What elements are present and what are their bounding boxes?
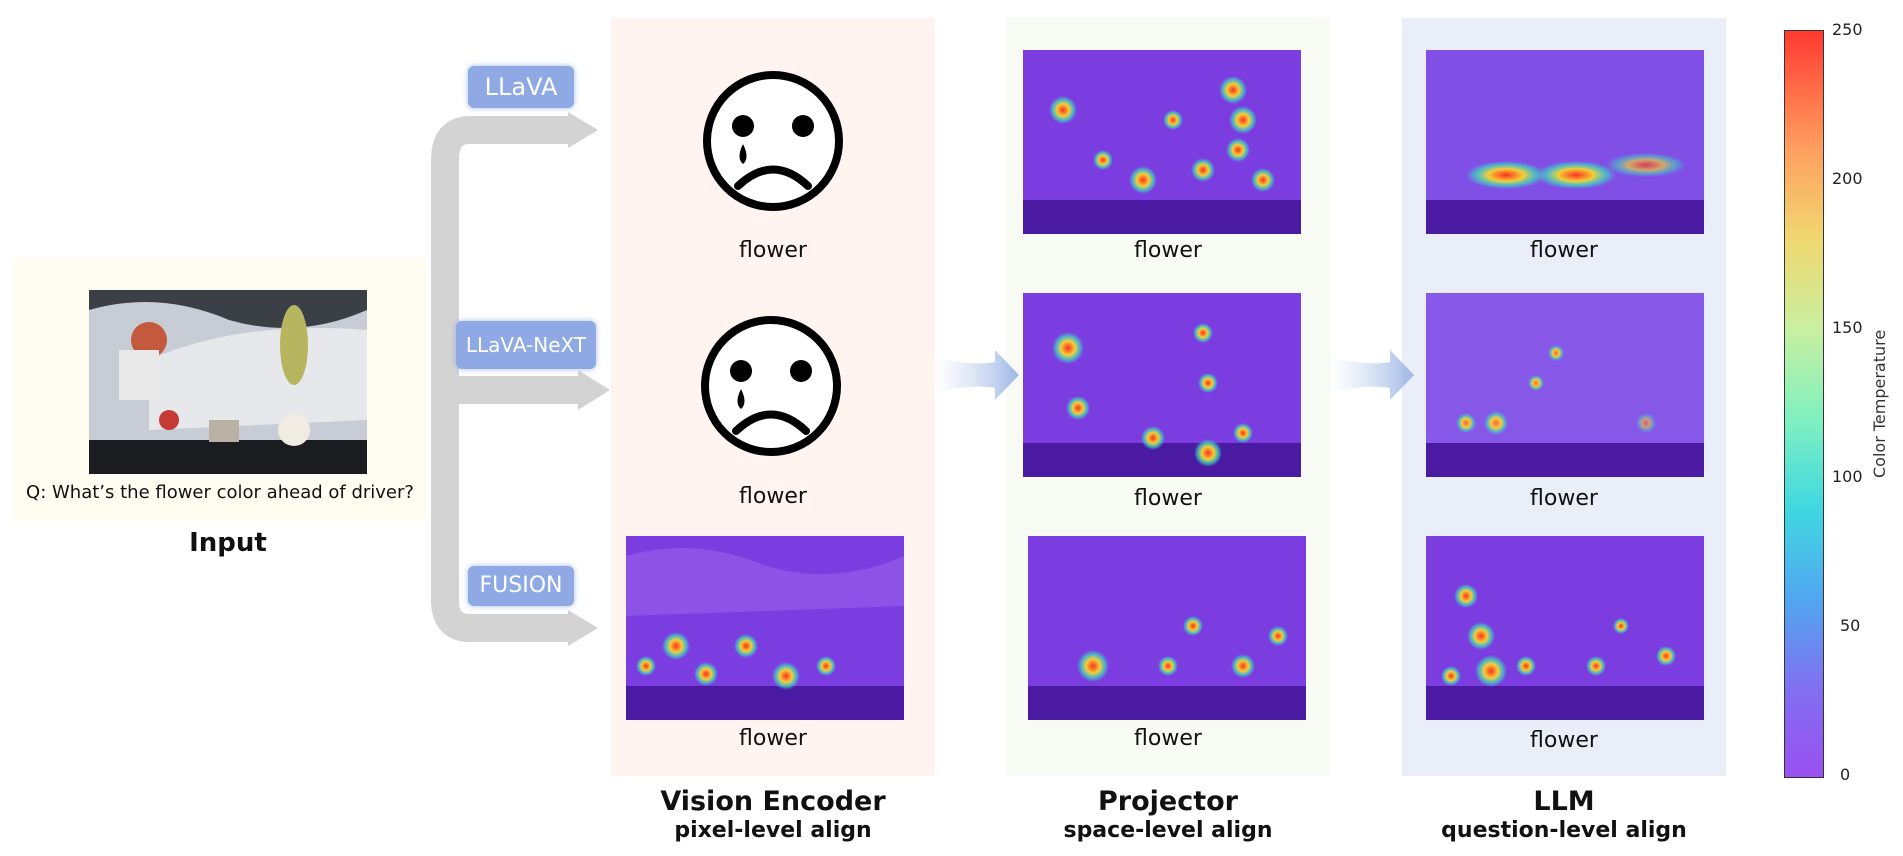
stage-title-llm: LLM (1533, 786, 1595, 817)
caption-llm-fusion: flower (1530, 728, 1598, 753)
input-label: Input (189, 528, 267, 558)
stage-arrow-2 (1330, 350, 1414, 400)
stage-subtitle-llm: question-level align (1441, 818, 1687, 843)
heatmap-projector-llava-next (1023, 293, 1301, 477)
tag-fusion: FUSION (468, 566, 574, 606)
caption-vision-llava: flower (739, 238, 807, 263)
heatmap-llm-llava-next (1426, 293, 1704, 477)
colorbar-tick: 200 (1832, 169, 1863, 188)
stage-subtitle-projector: space-level align (1063, 818, 1273, 843)
caption-llm-llava: flower (1530, 238, 1598, 263)
sad-face-icon (701, 316, 841, 456)
stage-title-projector: Projector (1098, 786, 1238, 817)
stage-subtitle-vision-encoder: pixel-level align (674, 818, 872, 843)
colorbar-tick: 50 (1840, 616, 1861, 635)
heatmap-projector-fusion (1028, 536, 1306, 720)
tag-llava: LLaVA (468, 66, 574, 108)
colorbar (1784, 30, 1824, 778)
tag-llava-next: LLaVA-NeXT (456, 321, 596, 369)
stage-arrow-1 (935, 350, 1019, 400)
heatmap-vision-fusion (626, 536, 904, 720)
caption-projector-fusion: flower (1134, 726, 1202, 751)
sad-face-icon (703, 71, 843, 211)
input-question: Q: What’s the flower color ahead of driv… (26, 482, 414, 503)
colorbar-label: Color Temperature (1870, 329, 1889, 478)
colorbar-tick: 100 (1832, 467, 1863, 486)
stage-title-vision-encoder: Vision Encoder (660, 786, 886, 817)
branch-arrows (431, 112, 610, 646)
caption-vision-llava-next: flower (739, 484, 807, 509)
heatmap-llm-llava (1426, 50, 1704, 234)
caption-projector-llava: flower (1134, 238, 1202, 263)
caption-llm-llava-next: flower (1530, 486, 1598, 511)
caption-projector-llava-next: flower (1134, 486, 1202, 511)
colorbar-tick: 0 (1840, 765, 1851, 784)
caption-vision-fusion: flower (739, 726, 807, 751)
input-image (89, 290, 367, 474)
colorbar-tick: 150 (1832, 318, 1863, 337)
colorbar-tick: 250 (1832, 20, 1863, 39)
heatmap-llm-fusion (1426, 536, 1704, 720)
heatmap-projector-llava (1023, 50, 1301, 234)
